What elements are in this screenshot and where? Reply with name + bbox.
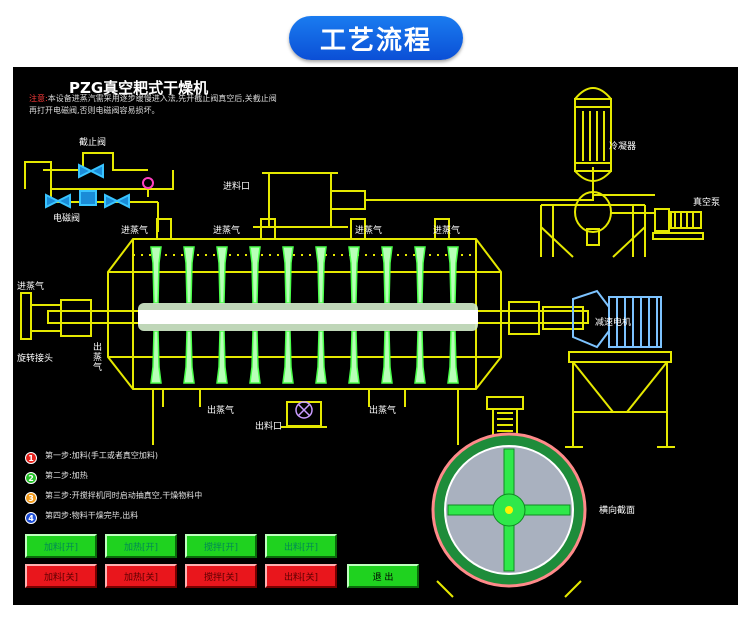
label-vacuum-pump: 真空泵 — [693, 198, 721, 208]
stir-off-button[interactable]: 搅拌[关] — [185, 564, 257, 588]
label-steam-in-3: 进蒸气 — [355, 226, 383, 236]
reducer-motor — [572, 289, 662, 349]
label-steam-in-4: 进蒸气 — [433, 226, 461, 236]
label-steam-out-side: 出蒸气 — [93, 343, 103, 373]
step-number-3: 3 — [25, 492, 37, 504]
rake-blade-upper — [282, 246, 294, 304]
discharge-on-button[interactable]: 出料[开] — [265, 534, 337, 558]
step-text-4: 第四步:物料干燥完毕,出料 — [45, 511, 139, 520]
label-steam-in-left: 进蒸气 — [17, 282, 45, 292]
vacuum-pump — [611, 208, 704, 240]
valve-group — [45, 163, 130, 209]
step-number-2: 2 — [25, 472, 37, 484]
page-title-badge: 工艺流程 — [289, 16, 463, 60]
side-motor — [486, 396, 524, 438]
rake-blade-upper — [150, 246, 162, 304]
pressure-gauge-icon — [142, 177, 154, 197]
hmi-screen: PZG真空耙式干燥机 注意:本设备进蒸汽需采用逐步缓慢进入法,先开截止阀真空后,… — [13, 67, 738, 605]
feed-off-button[interactable]: 加料[关] — [25, 564, 97, 588]
exit-button[interactable]: 退 出 — [347, 564, 419, 588]
heat-off-button[interactable]: 加热[关] — [105, 564, 177, 588]
label-solenoid-valve: 电磁阀 — [53, 214, 81, 224]
label-steam-out-1: 出蒸气 — [207, 406, 235, 416]
label-cross-section: 横向截面 — [599, 506, 636, 516]
steam-piping — [24, 152, 174, 232]
rake-blade-upper — [183, 246, 195, 304]
condenser — [540, 87, 655, 258]
label-feed-inlet: 进料口 — [223, 182, 251, 192]
rake-blade-upper — [315, 246, 327, 304]
vapor-line — [253, 167, 594, 228]
label-condenser: 冷凝器 — [609, 142, 637, 152]
page-title: 工艺流程 — [319, 25, 432, 56]
process-diagram — [20, 87, 704, 598]
rake-blade-upper — [381, 246, 393, 304]
caution-note: 注意:本设备进蒸汽需采用逐步缓慢进入法,先开截止阀真空后,关截止阀再打开电磁阀,… — [29, 93, 284, 117]
step-text-3: 第三步:开搅拌机同时启动抽真空,干燥物料中 — [45, 491, 203, 500]
rake-blade-upper — [414, 246, 426, 304]
motor-stand — [565, 351, 675, 448]
step-text-2: 第二步:加热 — [45, 471, 88, 480]
rake-blade-upper — [348, 246, 360, 304]
rake-blade-upper — [216, 246, 228, 304]
label-reducer-motor: 减速电机 — [595, 318, 632, 328]
agitator-shaft — [20, 292, 589, 340]
discharge-off-button[interactable]: 出料[关] — [265, 564, 337, 588]
label-steam-out-2: 出蒸气 — [369, 406, 397, 416]
rake-blade-upper — [447, 246, 459, 304]
caution-text: 本设备进蒸汽需采用逐步缓慢进入法,先开截止阀真空后,关截止阀再打开电磁阀,否则电… — [29, 94, 277, 115]
diagram-title: PZG真空耙式干燥机 — [69, 79, 209, 97]
label-rotary-joint: 旋转接头 — [17, 354, 54, 364]
caution-tag: 注意: — [29, 94, 48, 103]
cross-section-view — [431, 432, 587, 598]
heat-on-button[interactable]: 加热[开] — [105, 534, 177, 558]
step-number-1: 1 — [25, 452, 37, 464]
label-steam-in-1: 进蒸气 — [121, 226, 149, 236]
stir-on-button[interactable]: 搅拌[开] — [185, 534, 257, 558]
step-text-1: 第一步:加料(手工或者真空加料) — [45, 451, 158, 460]
valve-ball-icon — [295, 401, 313, 419]
rake-blade-upper — [249, 246, 261, 304]
label-shutoff-valve: 截止阀 — [79, 138, 107, 148]
step-number-4: 4 — [25, 512, 37, 524]
label-discharge: 出料口 — [255, 422, 283, 432]
feed-on-button[interactable]: 加料[开] — [25, 534, 97, 558]
label-steam-in-2: 进蒸气 — [213, 226, 241, 236]
